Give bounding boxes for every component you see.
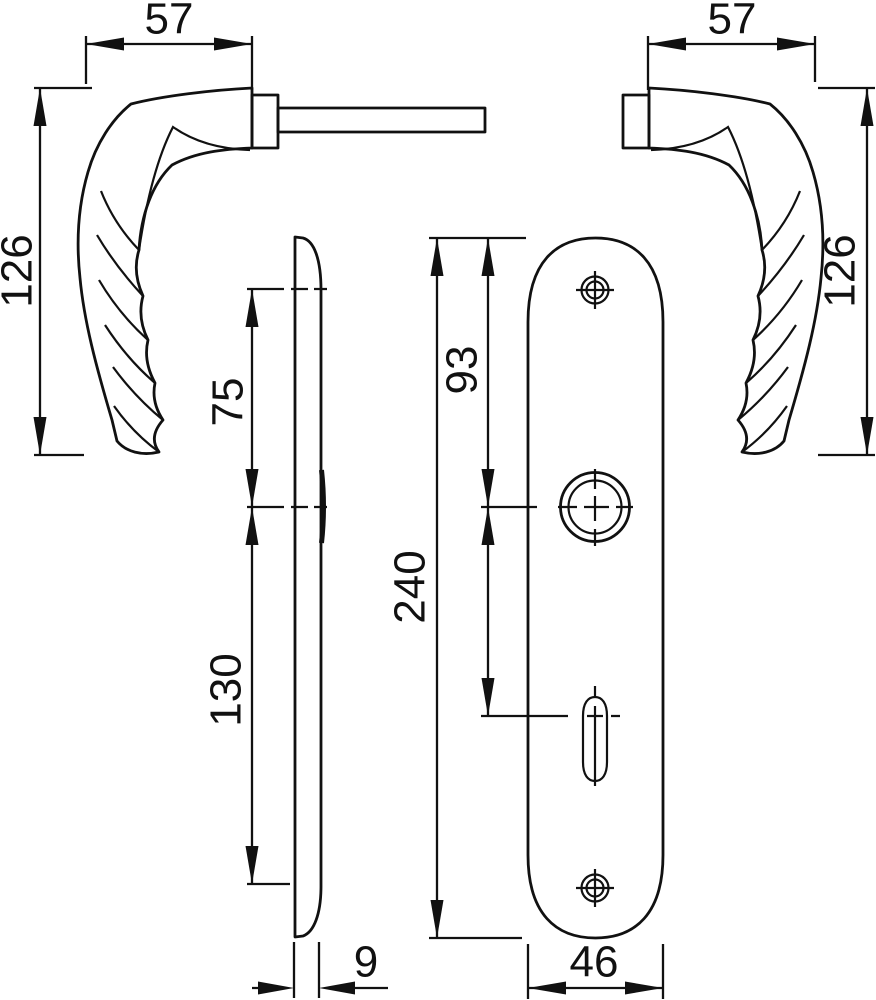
dim-label-plate-width: 46: [570, 938, 619, 987]
dim-left-handle-width: 57: [84, 0, 254, 90]
backplate-side-profile: [247, 235, 327, 939]
backplate-front-view: [526, 236, 665, 940]
dim-backplate-thickness: 9: [252, 938, 388, 998]
dim-label-right-handle-height: 126: [816, 234, 865, 307]
left-handle-view: [76, 86, 487, 455]
dim-label-right-handle-width: 57: [708, 0, 757, 44]
dim-label-plate-height: 240: [386, 550, 435, 623]
dim-hole-spacings: 75 130: [202, 289, 259, 884]
dim-label-thickness: 9: [354, 938, 378, 987]
dim-label-lower-spacing: 130: [202, 653, 251, 726]
spindle-hole: [558, 469, 633, 546]
dim-left-handle-height: 126: [0, 86, 92, 457]
dim-label-upper-spacing: 75: [204, 378, 253, 427]
dim-backplate-width: 46: [526, 938, 665, 999]
dim-backplate-height: 240: [386, 236, 526, 940]
spindle: [276, 106, 487, 134]
dim-label-top-to-spindle: 93: [438, 346, 487, 395]
dim-label-left-handle-width: 57: [145, 0, 194, 44]
dim-label-left-handle-height: 126: [0, 234, 42, 307]
dim-right-handle-width: 57: [646, 0, 817, 90]
dim-top-to-spindle: 93: [438, 238, 568, 718]
dim-right-handle-height: 126: [816, 86, 875, 457]
keyhole: [581, 686, 620, 786]
bottom-screw-hole: [576, 869, 614, 907]
top-screw-hole: [576, 271, 614, 309]
